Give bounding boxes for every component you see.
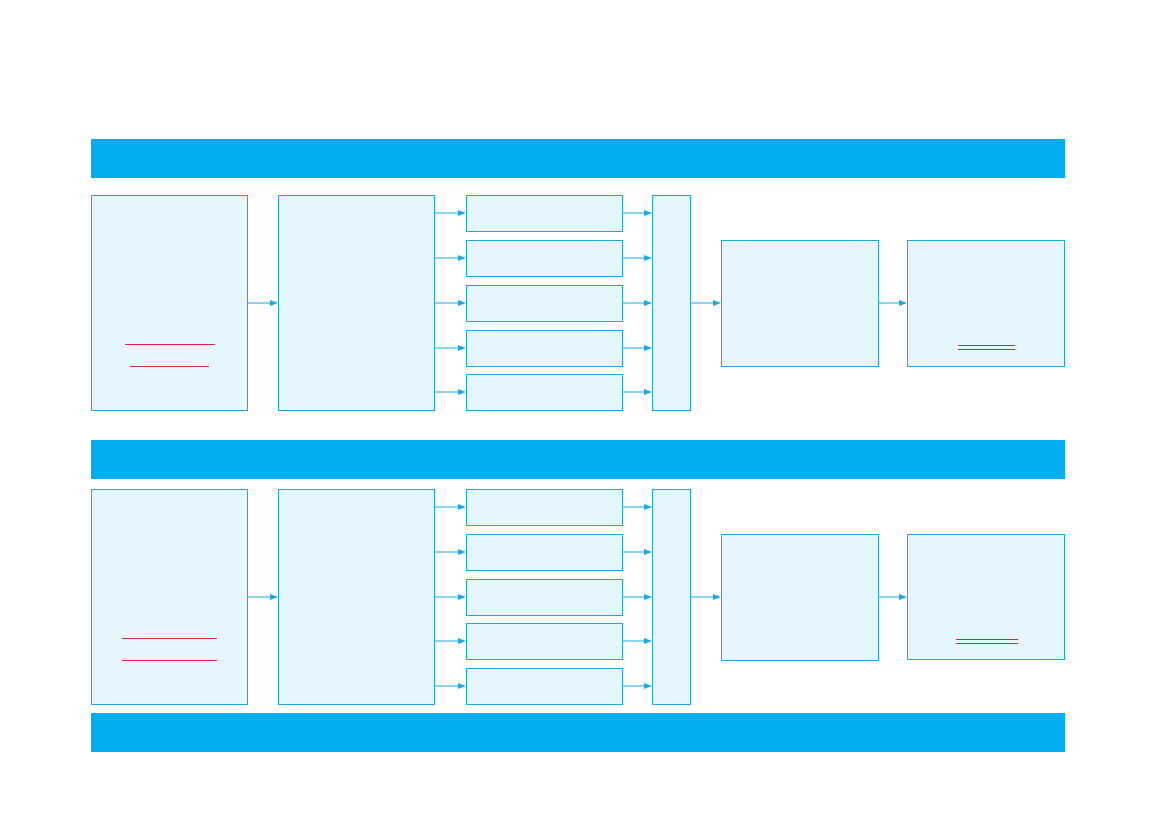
- row2-branch-box-2: [466, 534, 623, 571]
- row2-source-highlight-line-2: [122, 660, 217, 661]
- row1-process-box: [721, 240, 879, 367]
- row2-result-highlight-line-1: [956, 639, 1018, 640]
- row2-process-box: [721, 534, 879, 661]
- row1-source-box: [91, 195, 248, 411]
- row1-merger-box: [652, 195, 691, 411]
- row2-source-highlight-line-1: [122, 638, 217, 639]
- row1-source-highlight-line-2: [130, 366, 209, 367]
- row1-branch-box-1: [466, 195, 623, 232]
- row1-result-highlight-line-1: [958, 345, 1015, 346]
- row2-branch-box-4: [466, 623, 623, 660]
- section-header-band-2: [91, 440, 1065, 479]
- row2-source-box: [91, 489, 248, 705]
- row2-result-highlight-line-2: [956, 643, 1018, 644]
- row1-branch-box-5: [466, 374, 623, 411]
- row2-branch-box-1: [466, 489, 623, 526]
- row1-source-highlight-line-1: [125, 344, 215, 345]
- row1-branch-box-4: [466, 330, 623, 367]
- section-header-band-1: [91, 139, 1065, 178]
- row2-result-box: [907, 534, 1065, 660]
- row1-result-box: [907, 240, 1065, 367]
- row2-branch-box-3: [466, 579, 623, 616]
- row2-branch-box-5: [466, 668, 623, 705]
- row1-splitter-box: [278, 195, 435, 411]
- row1-branch-box-3: [466, 285, 623, 322]
- section-footer-band: [91, 713, 1065, 752]
- row2-splitter-box: [278, 489, 435, 705]
- row1-branch-box-2: [466, 240, 623, 277]
- row2-merger-box: [652, 489, 691, 705]
- row1-result-highlight-line-2: [958, 349, 1015, 350]
